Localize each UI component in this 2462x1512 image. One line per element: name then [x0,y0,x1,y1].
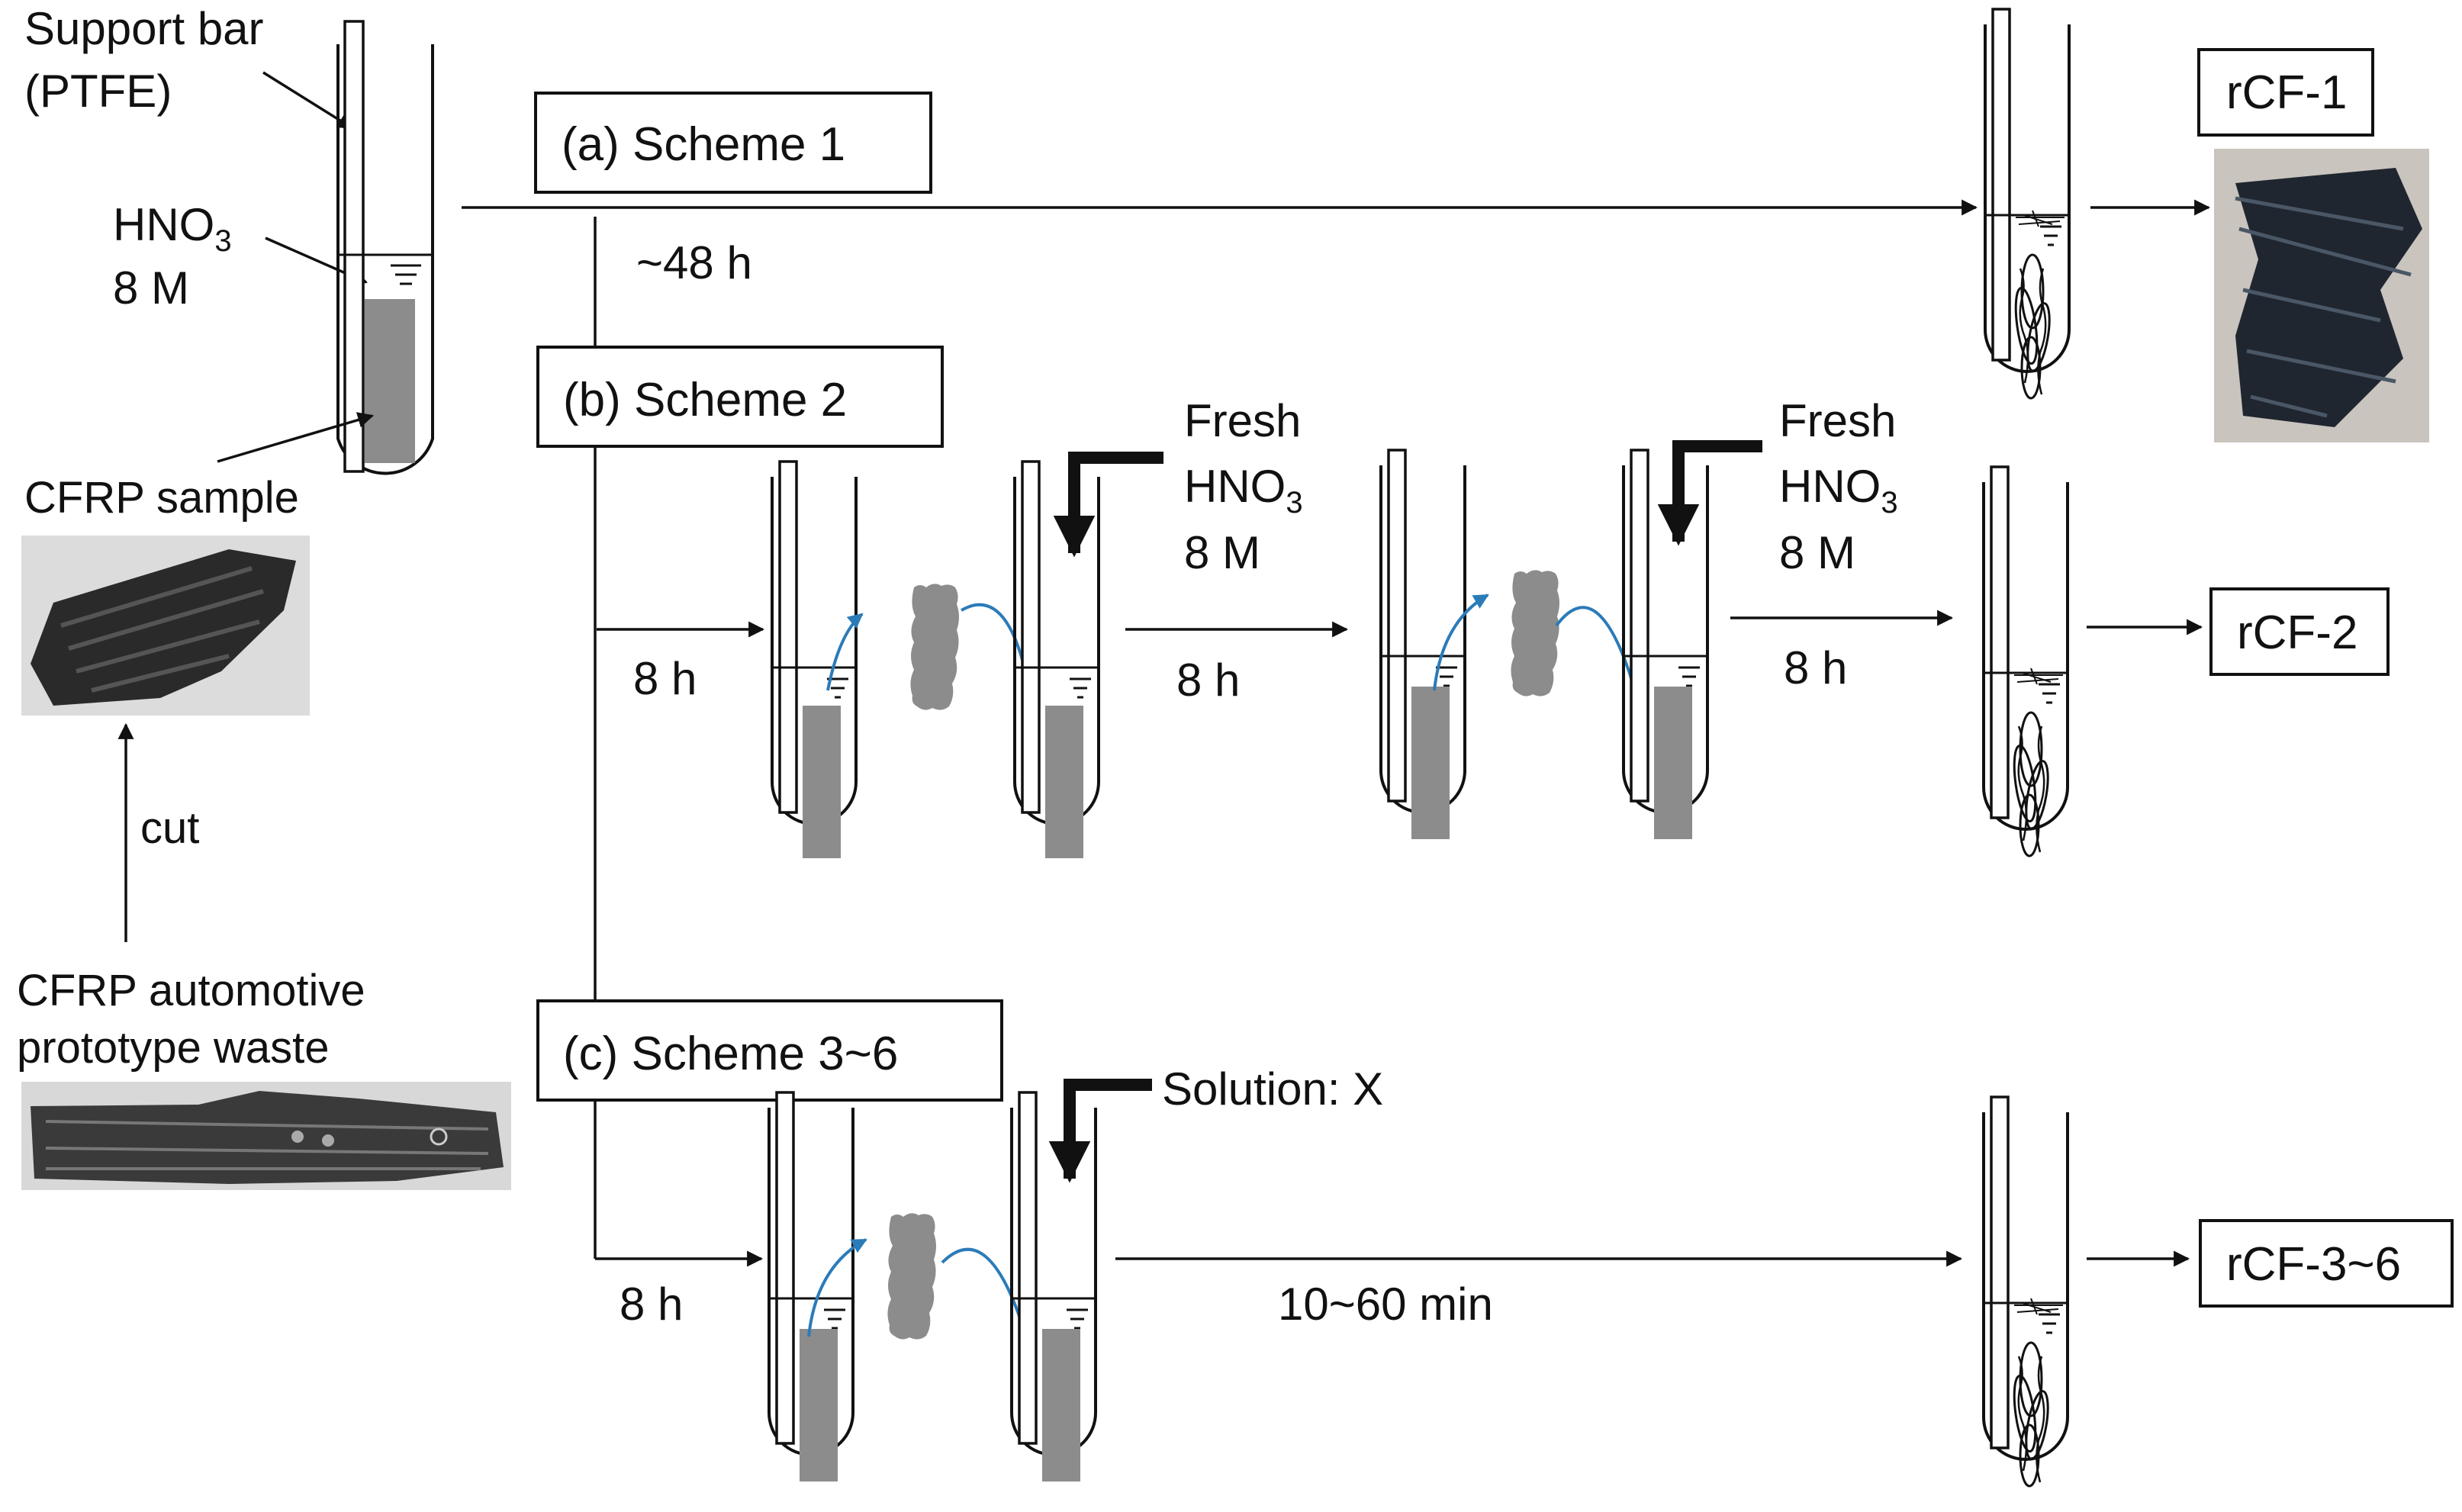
scheme-b-tube-4 [1622,449,1709,839]
waste-label-2: prototype waste [17,1023,329,1073]
scheme-c-result-tube [1982,1095,2069,1488]
scheme-b-title: (b) Scheme 2 [563,374,847,426]
fresh-acid-arrow-2 [1657,440,1762,546]
scheme-b-time-3: 8 h [1784,642,1847,693]
rcf1-label: rCF-1 [2226,66,2347,119]
automotive-waste-photo [21,1082,511,1190]
scheme-a-title: (a) Scheme 1 [562,118,845,171]
scheme-c-transfer-sample [887,1213,936,1340]
scheme-c-drop-arrow [941,1247,1034,1352]
scheme-b-lift-arrow-1 [826,613,864,691]
scheme-c-box [536,999,1003,1102]
hno3-conc-label: 8 M [113,262,189,314]
rcf2-label: rCF-2 [2237,606,2357,659]
cfrp-sample-label: CFRP sample [24,473,299,523]
sample-block [365,299,415,463]
scheme-a-box [534,92,932,194]
cut-label: cut [140,803,199,853]
scheme-b-transfer-sample-2 [1511,570,1559,696]
rcf3-6-box [2199,1219,2454,1308]
scheme-b-tube-3 [1379,449,1466,839]
scheme-b-time-2: 8 h [1176,655,1240,706]
waste-label-1: CFRP automotive [17,966,365,1015]
fresh-hno3-label-2: HNO3 [1779,461,1898,520]
fresh-hno3-label-1: HNO3 [1184,461,1303,520]
scheme-b-tube-1 [771,460,858,858]
scheme-c-tube-1 [768,1091,854,1481]
start-test-tube [336,20,434,475]
scheme-c-time-2: 10~60 min [1278,1279,1493,1330]
rcf3-6-label: rCF-3~6 [2226,1238,2401,1291]
solution-x-arrow [1048,1079,1152,1183]
fresh-label-2: Fresh [1779,395,1896,446]
scheme-b-tube-2 [1013,460,1100,858]
support-bar-label-1: Support bar [24,3,264,54]
scheme-a-time: ~48 h [636,237,752,288]
fresh-conc-label-1: 8 M [1184,527,1260,578]
scheme-b-drop-arrow-2 [1555,606,1645,711]
rcf2-box [2209,587,2390,676]
fresh-acid-arrow-1 [1053,452,1163,558]
cfrp-sample-photo [21,536,310,716]
scheme-b-transfer-sample-1 [910,584,959,710]
scheme-c-lift-arrow [807,1238,867,1337]
solution-x-label: Solution: X [1162,1063,1383,1115]
rcf1-photo [2214,149,2429,442]
fresh-label-1: Fresh [1184,395,1301,446]
scheme-b-lift-arrow-2 [1433,594,1489,691]
scheme-c-title: (c) Scheme 3~6 [563,1028,898,1080]
support-bar-label-2: (PTFE) [24,66,172,117]
fresh-conc-label-2: 8 M [1779,527,1855,578]
sample-pointer [217,412,375,463]
scheme-b-time-1: 8 h [633,653,697,704]
hno3-label: HNO3 [113,199,232,258]
rcf1-box [2197,48,2374,137]
scheme-b-box [536,346,944,448]
scheme-b-result-tube [1982,465,2069,857]
scheme-c-time-1: 8 h [620,1279,683,1330]
scheme-a-result-tube [1984,8,2071,400]
scheme-c-tube-2 [1010,1091,1097,1481]
